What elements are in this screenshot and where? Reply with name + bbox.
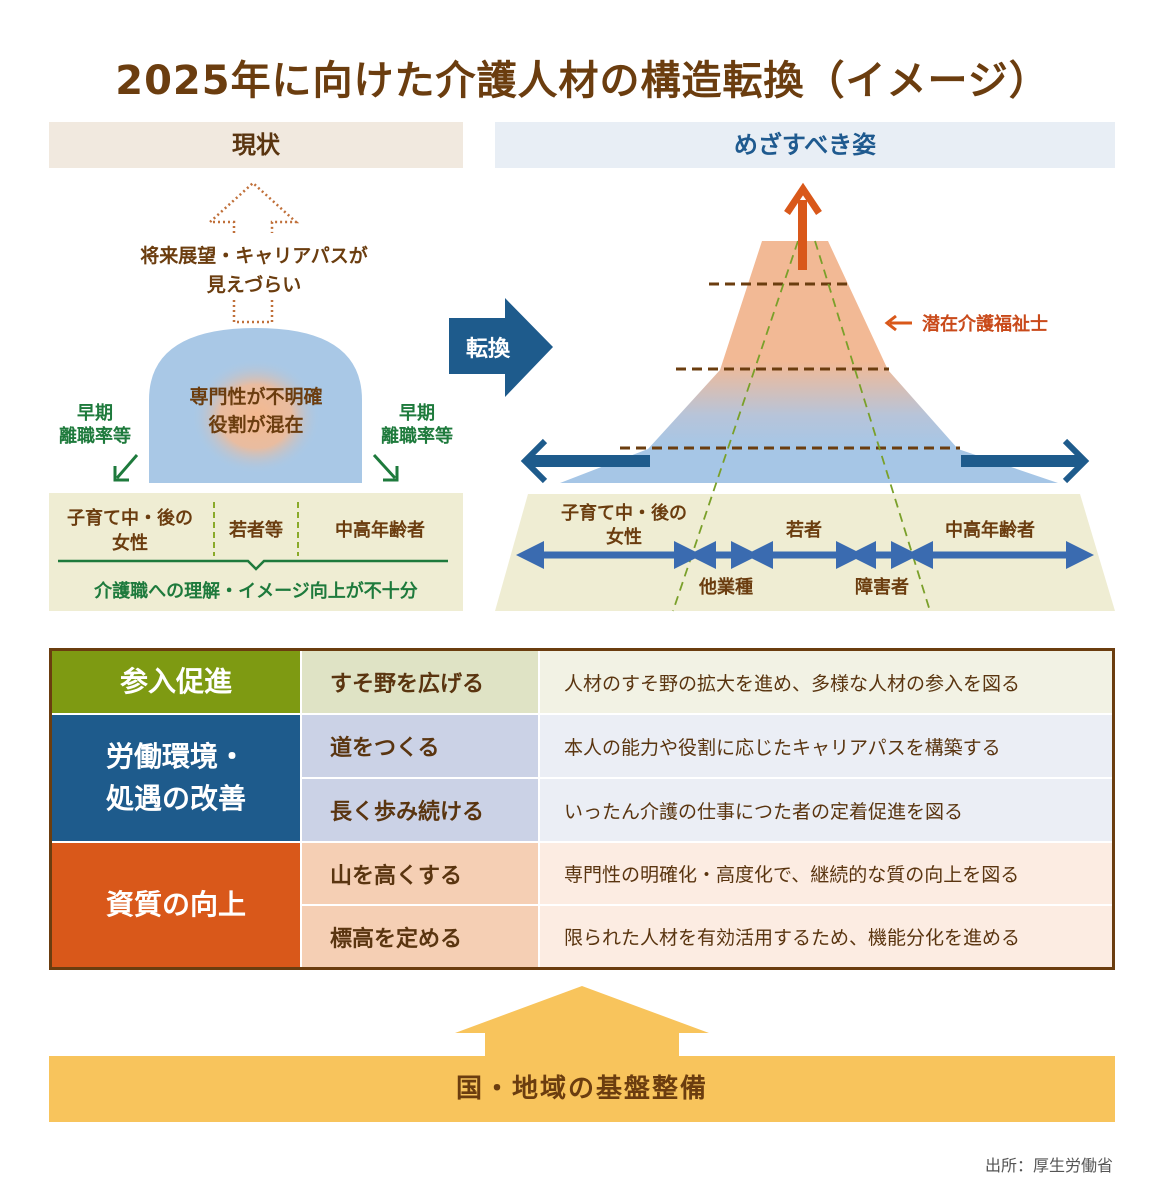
category-label: 参入促進 (119, 665, 232, 698)
category-label-line1: 労働環境・ (105, 740, 246, 773)
desc-label: 専門性の明確化・高度化で、継続的な質の向上を図る (564, 864, 1020, 886)
target-group-women-1: 子育て中・後の (561, 502, 687, 524)
desc-build-path: 本人の能力や役割に応じたキャリアパスを構築する (540, 715, 1112, 777)
desc-label: 本人の能力や役割に応じたキャリアパスを構築する (564, 736, 1001, 759)
desc-set-elevation: 限られた人材を有効活用するため、機能分化を進める (540, 906, 1112, 967)
right-outflow-arrow-icon (372, 453, 399, 482)
category-label-line2: 処遇の改善 (105, 782, 246, 815)
subitem-label: すそ野を広げる (330, 672, 485, 697)
subitem-widen-base: すそ野を広げる (302, 651, 538, 713)
right-outflow-label-1: 早期 (399, 403, 435, 424)
subitem-label: 標高を定める (330, 926, 463, 952)
expand-left-arrow-icon (520, 438, 650, 484)
desc-widen-base: 人材のすそ野の拡大を進め、多様な人材の参入を図る (540, 651, 1112, 713)
target-group-youth: 若者 (785, 519, 822, 541)
current-groups-box (49, 493, 463, 611)
current-bottom-note: 介護職への理解・イメージ向上が不十分 (93, 580, 418, 602)
subitem-set-elevation: 標高を定める (302, 906, 538, 967)
subitem-label: 長く歩み続ける (330, 800, 485, 825)
desc-label: 限られた人材を有効活用するため、機能分化を進める (564, 927, 1021, 949)
desc-label: 人材のすそ野の拡大を進め、多様な人材の参入を図る (564, 672, 1021, 695)
subitem-build-path: 道をつくる (302, 715, 538, 777)
peak-label: 潜在介護福祉士 (922, 313, 1048, 335)
career-path-label-1: 将来展望・キャリアパスが (140, 244, 368, 267)
category-label: 資質の向上 (105, 888, 246, 921)
career-path-arrow-icon (209, 181, 300, 324)
career-path-label-2: 見えづらい (207, 274, 301, 296)
dome-label-1: 専門性が不明確 (189, 385, 322, 408)
current-group-women-1: 子育て中・後の (67, 507, 193, 529)
category-quality-improvement: 資質の向上 (52, 843, 300, 967)
target-group-elderly: 中高年齢者 (945, 519, 1035, 541)
peak-up-arrow-icon (784, 182, 822, 270)
current-group-women-2: 女性 (112, 532, 148, 554)
mountain (560, 241, 1058, 483)
subitem-keep-walking: 長く歩み続ける (302, 779, 538, 841)
left-outflow-label-1: 早期 (77, 403, 113, 424)
right-outflow-label-2: 離職率等 (381, 425, 453, 447)
current-header: 現状 (49, 122, 463, 168)
subitem-raise-mountain: 山を高くする (302, 843, 538, 904)
policy-table: 参入促進 すそ野を広げる 人材のすそ野の拡大を進め、多様な人材の参入を図る 労働… (49, 648, 1115, 970)
left-outflow-label-2: 離職率等 (59, 425, 131, 447)
current-group-youth: 若者等 (228, 519, 283, 541)
subitem-label: 道をつくる (330, 736, 440, 761)
structure-diagram: 将来展望・キャリアパスが 見えづらい 専門性が不明確 役割が混在 早期 離職率等… (49, 181, 1115, 612)
transform-label: 転換 (466, 336, 511, 362)
dome-label-2: 役割が混在 (208, 413, 303, 436)
foundation-up-arrow-icon (455, 986, 709, 1058)
category-entry-promotion: 参入促進 (52, 651, 300, 713)
page-title: 2025年に向けた介護人材の構造転換（イメージ） (115, 58, 1050, 104)
foundation-bar: 国・地域の基盤整備 (49, 1056, 1115, 1122)
peak-label-arrow-icon (884, 314, 912, 332)
expand-right-arrow-icon (961, 438, 1090, 484)
source-note: 出所：厚生労働省 (984, 1156, 1113, 1175)
target-group-other-industries: 他業種 (698, 576, 753, 598)
left-outflow-arrow-icon (113, 454, 139, 482)
category-work-environment: 労働環境・ 処遇の改善 (52, 715, 300, 841)
desc-raise-mountain: 専門性の明確化・高度化で、継続的な質の向上を図る (540, 843, 1112, 904)
desc-keep-walking: いったん介護の仕事につた者の定着促進を図る (540, 779, 1112, 841)
target-group-women-2: 女性 (606, 526, 642, 548)
transform-arrow-icon (449, 298, 553, 397)
target-group-disabled: 障害者 (855, 576, 909, 598)
desc-label: いったん介護の仕事につた者の定着促進を図る (564, 800, 964, 823)
target-header: めざすべき姿 (495, 122, 1115, 168)
subitem-label: 山を高くする (330, 863, 463, 889)
current-group-elderly: 中高年齢者 (335, 519, 425, 541)
